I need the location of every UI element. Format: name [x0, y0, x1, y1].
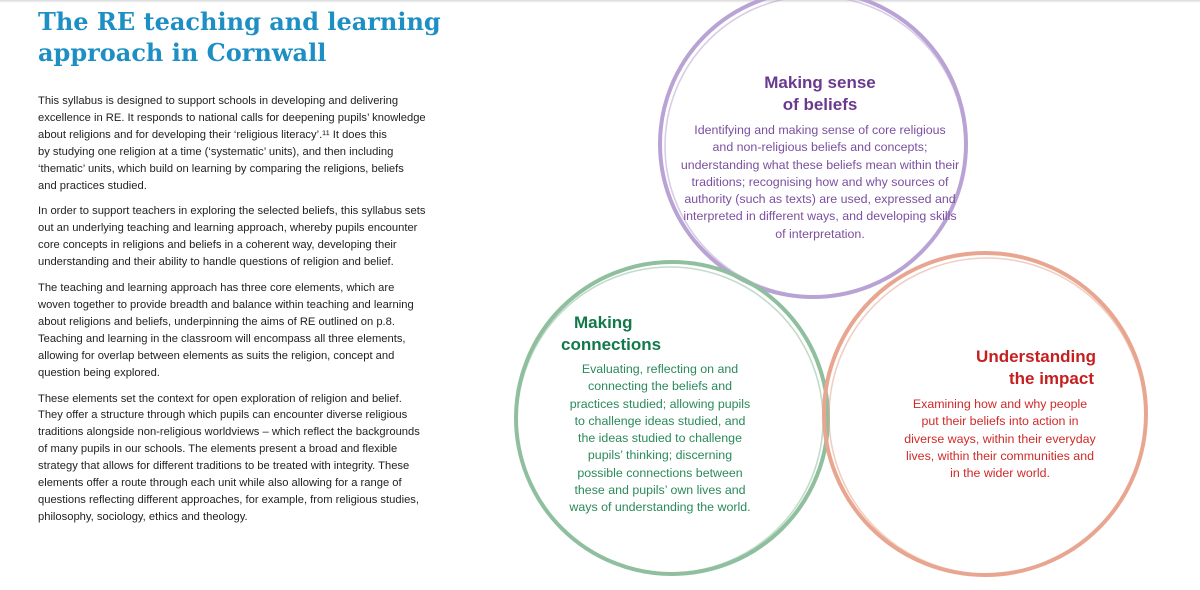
page-title-line: The RE teaching and learning	[38, 7, 441, 36]
connections-body-line: connecting the beliefs and	[588, 379, 732, 394]
beliefs-body-line: of interpretation.	[775, 226, 865, 241]
connections-body-line: these and pupils’ own lives and	[574, 483, 746, 498]
text-line: about religions and beliefs, underpinnin…	[38, 315, 395, 328]
text-line: question being explored.	[38, 366, 160, 379]
beliefs-body-line: traditions; recognising how and why sour…	[691, 174, 949, 189]
connections-block: Making connections Evaluating, reflectin…	[535, 312, 785, 517]
text-line: traditions alongside non-religious world…	[38, 426, 420, 439]
page-title: The RE teaching and learning approach in…	[38, 6, 558, 68]
beliefs-body: Identifying and making sense of core rel…	[640, 122, 1000, 243]
text-line: strategy that allows for different tradi…	[38, 460, 410, 473]
text-line: ‘thematic’ units, which build on learnin…	[38, 162, 404, 175]
beliefs-body-line: understanding what these beliefs mean wi…	[680, 157, 960, 172]
impact-body: Examining how and why people put their b…	[880, 396, 1120, 482]
body-text: This syllabus is designed to support sch…	[38, 93, 483, 535]
impact-body-line: in the wider world.	[950, 466, 1050, 481]
beliefs-heading: Making sense of beliefs	[640, 72, 1000, 116]
impact-block: Understanding the impact Examining how a…	[880, 346, 1120, 482]
text-line: excellence in RE. It responds to nationa…	[38, 111, 426, 124]
text-line: core concepts in religions and beliefs i…	[38, 239, 397, 252]
text-line: The teaching and learning approach has t…	[38, 282, 395, 295]
page-title-line: approach in Cornwall	[38, 38, 327, 67]
text-line: and practices studied.	[38, 179, 147, 192]
connections-body-line: practices studied; allowing pupils	[569, 396, 751, 411]
text-line: questions reflecting different approache…	[38, 493, 419, 506]
connections-body-line: to challenge ideas studied, and	[574, 413, 746, 428]
connections-body-line: ways of understanding the world.	[569, 500, 751, 515]
connections-body-line: possible connections between	[577, 465, 743, 480]
text-line: by studying one religion at a time (‘sys…	[38, 145, 394, 158]
text-line: They offer a structure through which pup…	[38, 409, 408, 422]
text-line: In order to support teachers in explorin…	[38, 205, 426, 218]
impact-heading: Understanding the impact	[880, 346, 1120, 390]
text-line: philosophy, sociology, ethics and theolo…	[38, 510, 248, 523]
text-line: elements offer a route through each unit…	[38, 477, 402, 490]
beliefs-body-line: Identifying and making sense of core rel…	[694, 123, 946, 137]
text-line: allowing for overlap between elements as…	[38, 349, 395, 362]
beliefs-body-line: interpreted in different ways, and devel…	[683, 209, 957, 224]
text-line: woven together to provide breadth and ba…	[38, 298, 414, 311]
impact-heading-line: Understanding	[976, 347, 1096, 366]
impact-body-line: diverse ways, within their everyday	[904, 431, 1096, 446]
impact-body-line: put their beliefs into action in	[921, 414, 1079, 429]
text-line: These elements set the context for open …	[38, 392, 402, 405]
text-line: Teaching and learning in the classroom w…	[38, 332, 406, 345]
impact-body-line: lives, within their communities and	[905, 448, 1094, 463]
connections-heading-line: Making	[574, 313, 633, 332]
paragraph: The teaching and learning approach has t…	[38, 280, 483, 381]
text-line: understanding and their ability to handl…	[38, 256, 394, 269]
impact-body-line: Examining how and why people	[912, 397, 1088, 411]
paragraph: These elements set the context for open …	[38, 391, 483, 526]
text-line: about religions and for developing their…	[38, 128, 387, 141]
beliefs-heading-line: of beliefs	[782, 95, 858, 114]
beliefs-heading-line: Making sense	[764, 73, 876, 92]
beliefs-body-line: authority (such as texts) are used, expr…	[684, 192, 956, 207]
connections-heading: Making connections	[535, 312, 785, 356]
text-line: out an underlying teaching and learning …	[38, 222, 418, 235]
paragraph: This syllabus is designed to support sch…	[38, 93, 483, 194]
impact-heading-line: the impact	[1008, 369, 1094, 388]
top-rule	[0, 0, 1200, 3]
text-line: This syllabus is designed to support sch…	[38, 95, 399, 107]
text-line: of many pupils in our schools. The eleme…	[38, 443, 398, 456]
beliefs-block: Making sense of beliefs Identifying and …	[640, 72, 1000, 243]
connections-body-line: the ideas studied to challenge	[578, 431, 742, 446]
connections-body-line: pupils’ thinking; discerning	[587, 448, 733, 463]
connections-heading-line: connections	[561, 335, 662, 354]
connections-body-line: Evaluating, reflecting on and	[581, 362, 739, 376]
beliefs-body-line: and non-religious beliefs and concepts;	[712, 140, 928, 155]
connections-body: Evaluating, reflecting on and connecting…	[535, 361, 785, 517]
paragraph: In order to support teachers in explorin…	[38, 203, 483, 271]
